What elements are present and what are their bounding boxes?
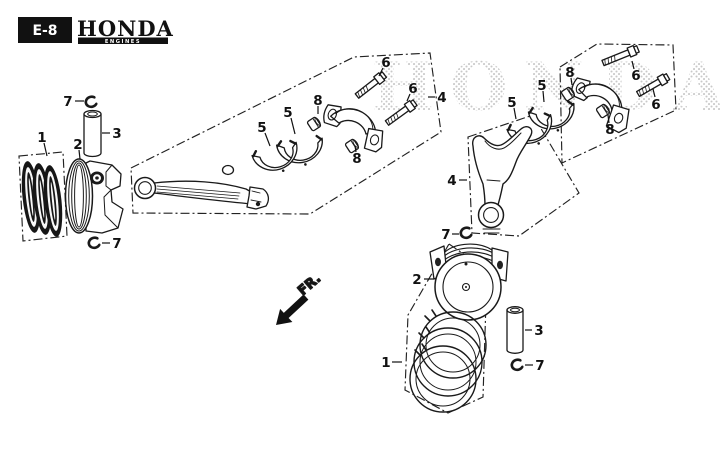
piston-pin-right bbox=[506, 306, 524, 354]
callout-leader-bolt-right-b bbox=[652, 88, 656, 98]
callout-leader-shell-center-b bbox=[290, 117, 296, 135]
ring-set-left-box bbox=[18, 151, 68, 242]
rod-bolt-center-a bbox=[354, 71, 388, 99]
circlip-right-top bbox=[459, 226, 473, 240]
piston-ring bbox=[43, 165, 63, 237]
circlip-left-bottom bbox=[87, 236, 101, 250]
callout-clip-left-bottom: 7 bbox=[112, 236, 121, 252]
callout-leader-shell-right-a bbox=[542, 90, 545, 103]
connecting-rod-left bbox=[133, 164, 270, 210]
page-header: E-8 HONDA ENGINES bbox=[18, 16, 174, 45]
callout-shell-center-a: 5 bbox=[257, 120, 266, 136]
bearing-shell-center-b bbox=[275, 134, 323, 166]
callout-bolt-right-b: 6 bbox=[651, 97, 660, 113]
callout-shell-center-b: 5 bbox=[283, 105, 292, 121]
piston-pin-left bbox=[83, 109, 102, 158]
rod-bolt-right-b bbox=[635, 73, 671, 98]
piston-right bbox=[429, 243, 509, 321]
piston-ring bbox=[409, 343, 477, 413]
callout-leader-piston-left bbox=[78, 149, 81, 160]
page-code-box bbox=[18, 17, 72, 43]
callout-leader-nut-right-b bbox=[607, 114, 610, 124]
fr-direction-indicator: FR. bbox=[276, 270, 325, 325]
callout-ring-set-right: 1 bbox=[381, 355, 390, 371]
rod-assembly-center-box bbox=[130, 52, 442, 215]
callout-leader-bolt-right-a bbox=[631, 60, 635, 70]
rod-bolt-right-a bbox=[601, 44, 640, 67]
connecting-rod-right bbox=[471, 126, 533, 234]
callout-leader-bolt-center-b bbox=[406, 93, 411, 102]
fr-arrow-icon bbox=[276, 294, 309, 325]
callout-bolt-center-b: 6 bbox=[408, 81, 417, 97]
callout-leader-nut-center-b bbox=[354, 145, 357, 153]
callout-nut-right-a: 8 bbox=[565, 65, 574, 81]
callout-piston-left: 2 bbox=[73, 137, 82, 153]
callout-rod-right: 4 bbox=[447, 173, 456, 189]
piston-ring-set-left bbox=[21, 161, 63, 237]
callout-bolt-center-a: 6 bbox=[381, 55, 390, 71]
callout-clip-right-top: 7 bbox=[441, 227, 450, 243]
brand-sub: ENGINES bbox=[105, 39, 141, 45]
rod-nut-right-b bbox=[595, 103, 611, 119]
callout-nut-center-a: 8 bbox=[313, 93, 322, 109]
callout-clip-left-top: 7 bbox=[63, 94, 72, 110]
rod-nut-right-a bbox=[560, 86, 576, 102]
callout-leader-shell-right-b bbox=[513, 107, 517, 120]
brand-wordmark: HONDA bbox=[77, 16, 174, 41]
callout-shell-right-a: 5 bbox=[537, 78, 546, 94]
callout-leader-ring-set-left bbox=[43, 142, 48, 157]
callout-ring-set-left: 1 bbox=[37, 130, 46, 146]
rod-cap-right-box bbox=[559, 43, 677, 164]
piston-left bbox=[64, 158, 124, 234]
callout-rod-center: 4 bbox=[437, 90, 446, 106]
callout-bolt-right-a: 6 bbox=[631, 68, 640, 84]
rod-right-box bbox=[467, 114, 580, 237]
piston-ring-set-right bbox=[409, 309, 487, 413]
callout-leader-nut-right-a bbox=[570, 77, 573, 86]
fr-label: FR. bbox=[295, 271, 324, 299]
callout-nut-center-b: 8 bbox=[352, 151, 361, 167]
rod-bolt-center-b bbox=[384, 99, 418, 126]
piston-ring bbox=[419, 309, 487, 379]
brand-bar bbox=[78, 37, 168, 44]
page-code: E-8 bbox=[32, 23, 57, 39]
callout-leader-shell-center-a bbox=[264, 132, 271, 147]
circlip-left-top bbox=[84, 95, 98, 109]
callout-pin-left: 3 bbox=[112, 126, 121, 142]
callout-shell-right-b: 5 bbox=[507, 95, 516, 111]
callout-nut-right-b: 8 bbox=[605, 122, 614, 138]
rod-cap-right bbox=[571, 77, 630, 134]
bearing-shell-center-a bbox=[251, 139, 298, 172]
rod-cap-center bbox=[323, 104, 384, 153]
circlip-right-bottom bbox=[510, 358, 524, 372]
bearing-shell-right-a bbox=[527, 100, 575, 132]
callout-clip-right-bottom: 7 bbox=[535, 358, 544, 374]
callout-leader-bolt-center-a bbox=[378, 67, 384, 77]
callout-pin-right: 3 bbox=[534, 323, 543, 339]
rod-nut-center-a bbox=[306, 116, 322, 132]
callout-piston-right: 2 bbox=[412, 272, 421, 288]
